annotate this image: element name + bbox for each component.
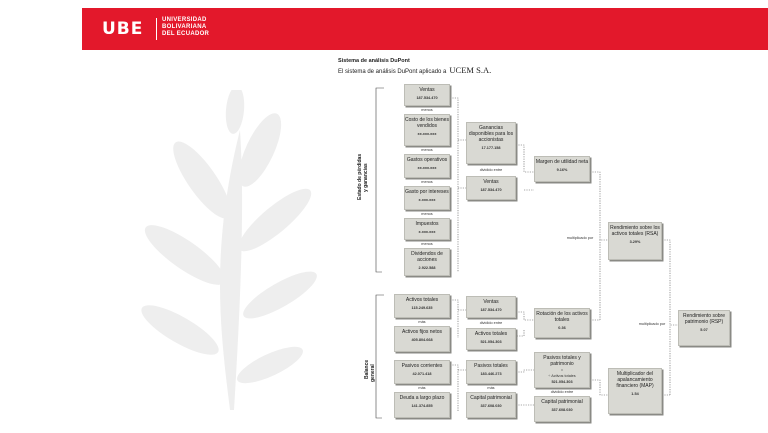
box-pasivos-tot-value: 183.446.273 — [480, 372, 502, 376]
box-gastos-value: xx.xxx.xxx — [417, 166, 437, 170]
diagram-heading: Sistema de análisis DuPont — [338, 58, 410, 64]
op-dividido-1: dividido entre — [479, 168, 503, 172]
box-rsa: Rendimiento sobre los activos totales (R… — [608, 222, 662, 260]
op-menos-5: menos — [421, 242, 433, 246]
box-map-label: Multiplicador del apalancamiento financi… — [616, 371, 654, 389]
op-mas-3: más — [487, 386, 495, 390]
header-bar: UBE UNIVERSIDAD BOLIVARIANA DEL ECUADOR — [82, 8, 768, 50]
box-margen-label: Margen de utilidad neta — [535, 159, 589, 165]
box-impuestos: Impuestos x.xxx.xxx — [404, 218, 450, 240]
box-pas-pat-value: 521.054.303 — [551, 380, 573, 384]
box-activos2-label: Activos totales — [474, 331, 508, 337]
op-menos-4: menos — [421, 212, 433, 216]
box-pasivos-totales: Pasivos totales 183.446.273 — [466, 360, 516, 384]
box-capital-label: Capital patrimonial — [470, 395, 512, 401]
university-line-3: DEL ECUADOR — [162, 31, 210, 37]
op-multiplicado-2: multiplicado por — [638, 322, 666, 326]
university-name: UNIVERSIDAD BOLIVARIANA DEL ECUADOR — [162, 17, 209, 38]
box-gastos-operativos: Gastos operativos xx.xxx.xxx — [404, 154, 450, 178]
box-costo-bienes: Costo de los bienes vendidos xx.xxx.xxx — [404, 114, 450, 146]
box-ventas2-label: Ventas — [483, 179, 499, 185]
box-costo-value: xx.xxx.xxx — [417, 132, 437, 136]
box-activos-value: 115.249.635 — [411, 306, 433, 310]
box-activos-fijos-value: 405.804.668 — [411, 338, 433, 342]
olive-branch-watermark — [141, 90, 317, 410]
box-intereses-value: x.xxx.xxx — [418, 198, 436, 202]
university-line-1: UNIVERSIDAD — [162, 17, 207, 23]
op-dividido-3: dividido entre — [550, 390, 574, 394]
box-pasivos-patrimonio: Pasivos totales y patrimonio = ÷ Activos… — [534, 352, 590, 388]
box-ventas: Ventas 187.534.470 — [404, 84, 450, 106]
box-capital2-label: Capital patrimonial — [541, 399, 583, 405]
box-pasivos-corrientes: Pasivos corrientes 42.071.418 — [394, 360, 450, 384]
box-dividendos-label: Dividendos de acciones — [411, 251, 443, 263]
box-activos-fijos-label: Activos fijos netos — [401, 329, 443, 335]
box-ventas-value: 187.534.470 — [416, 96, 438, 100]
box-dividendos-value: 2.922.588 — [418, 266, 436, 270]
box-activos-fijos: Activos fijos netos 405.804.668 — [394, 326, 450, 352]
box-impuestos-value: x.xxx.xxx — [418, 230, 436, 234]
box-ventas3-value: 187.534.470 — [480, 308, 502, 312]
op-menos-3: menos — [421, 180, 433, 184]
ube-logo: UBE — [102, 19, 144, 39]
box-gasto-intereses: Gasto por intereses x.xxx.xxx — [404, 186, 450, 210]
box-rsa-value: 3.29% — [629, 240, 641, 244]
op-multiplicado-1: multiplicado por — [566, 236, 594, 240]
box-rotacion-value: 0.36 — [558, 326, 566, 330]
box-capital-patrimonial-2: Capital patrimonial 337.608.030 — [534, 396, 590, 422]
box-rsa-label: Rendimiento sobre los activos totales (R… — [610, 225, 660, 237]
box-activos-totales-2: Activos totales 521.054.303 — [466, 328, 516, 350]
box-ganancias-value: 17.177.158 — [481, 146, 501, 150]
op-menos-2: menos — [421, 148, 433, 152]
subtitle-text: El sistema de análisis DuPont aplicado a — [338, 69, 447, 75]
box-rsp-value: 5.07 — [700, 328, 708, 332]
box-intereses-label: Gasto por intereses — [405, 189, 449, 195]
box-rsp: Rendimiento sobre patrimonio (RSP) 5.07 — [678, 310, 730, 346]
box-ventas3-label: Ventas — [483, 299, 499, 305]
box-costo-label: Costo de los bienes vendidos — [405, 117, 449, 129]
op-mas-2: más — [418, 386, 426, 390]
box-pasivos-corr-value: 42.071.418 — [412, 372, 432, 376]
box-activos-totales: Activos totales 115.249.635 — [394, 294, 450, 318]
box-map: Multiplicador del apalancamiento financi… — [608, 368, 662, 414]
box-ventas-label: Ventas — [419, 87, 435, 93]
box-ganancias-disponibles: Ganancias disponibles para los accionist… — [466, 122, 516, 164]
op-dividido-2: dividido entre — [479, 321, 503, 325]
op-menos-1: menos — [421, 108, 433, 112]
box-pas-pat-label: Pasivos totales y patrimonio — [543, 355, 581, 367]
box-pasivos-tot-label: Pasivos totales — [474, 363, 508, 369]
box-activos-label: Activos totales — [405, 297, 439, 303]
box-map-value: 1.54 — [631, 392, 639, 396]
box-pasivos-corr-label: Pasivos corrientes — [401, 363, 443, 369]
logo-divider — [156, 18, 157, 40]
company-name: UCEM S.A. — [449, 65, 492, 75]
op-mas-1: más — [418, 320, 426, 324]
box-rsp-label: Rendimiento sobre patrimonio (RSP) — [683, 313, 725, 325]
university-line-2: BOLIVARIANA — [162, 24, 207, 30]
box-rotacion-label: Rotación de los activos totales — [536, 311, 588, 323]
box-ganancias-label: Ganancias disponibles para los accionist… — [468, 125, 514, 143]
box-margen-value: 9.16% — [556, 168, 568, 172]
box-capital2-value: 337.608.030 — [551, 408, 573, 412]
box-margen-utilidad: Margen de utilidad neta 9.16% — [534, 156, 590, 182]
op-dividido-activos: ÷ Activos totales — [548, 374, 576, 378]
op-igual: = — [560, 368, 564, 372]
box-rotacion-activos: Rotación de los activos totales 0.36 — [534, 308, 590, 338]
box-capital-patrimonial: Capital patrimonial 337.608.030 — [466, 392, 516, 418]
box-activos2-value: 521.054.303 — [480, 340, 502, 344]
box-impuestos-label: Impuestos — [415, 221, 439, 227]
diagram-subtitle: El sistema de análisis DuPont aplicado a… — [338, 65, 491, 75]
box-deuda-label: Deuda a largo plazo — [399, 395, 445, 401]
box-ventas2-value: 187.534.470 — [480, 188, 502, 192]
box-dividendos: Dividendos de acciones 2.922.588 — [404, 248, 450, 276]
box-gastos-label: Gastos operativos — [406, 157, 448, 163]
box-deuda-largo-plazo: Deuda a largo plazo 141.374.855 — [394, 392, 450, 418]
box-ventas-2: Ventas 187.534.470 — [466, 176, 516, 200]
box-capital-value: 337.608.030 — [480, 404, 502, 408]
box-ventas-3: Ventas 187.534.470 — [466, 296, 516, 318]
box-deuda-value: 141.374.855 — [411, 404, 433, 408]
